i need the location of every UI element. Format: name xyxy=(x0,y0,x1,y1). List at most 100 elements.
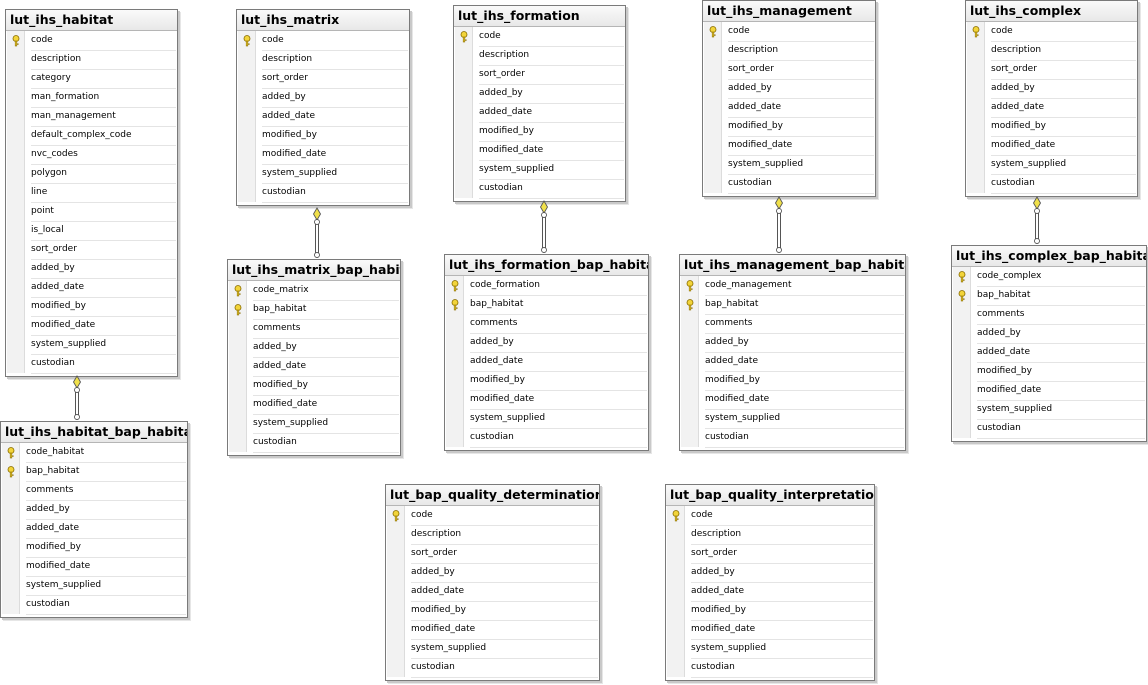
column-row[interactable]: added_by xyxy=(667,563,873,583)
column-row[interactable]: added_by xyxy=(387,563,598,583)
column-row[interactable]: code xyxy=(967,22,1136,42)
column-row[interactable]: comments xyxy=(681,314,904,334)
column-row[interactable]: description xyxy=(7,50,176,70)
column-row[interactable]: code xyxy=(667,506,873,526)
column-row[interactable]: custodian xyxy=(667,658,873,678)
column-row[interactable]: modified_by xyxy=(387,601,598,621)
column-row[interactable]: modified_by xyxy=(7,297,176,317)
column-row[interactable]: custodian xyxy=(455,179,624,199)
column-row[interactable]: custodian xyxy=(2,595,186,615)
column-row[interactable]: code_habitat xyxy=(2,443,186,463)
column-row[interactable]: code_management xyxy=(681,276,904,296)
column-row[interactable]: system_supplied xyxy=(7,335,176,355)
column-row[interactable]: added_by xyxy=(681,333,904,353)
column-row[interactable]: added_date xyxy=(7,278,176,298)
column-row[interactable]: bap_habitat xyxy=(681,295,904,315)
column-row[interactable]: bap_habitat xyxy=(2,462,186,482)
column-row[interactable]: added_by xyxy=(7,259,176,279)
column-row[interactable]: added_by xyxy=(446,333,647,353)
column-row[interactable]: code xyxy=(704,22,874,42)
column-row[interactable]: custodian xyxy=(681,428,904,448)
column-row[interactable]: added_date xyxy=(953,343,1145,363)
column-row[interactable]: sort_order xyxy=(238,69,408,89)
column-row[interactable]: system_supplied xyxy=(446,409,647,429)
column-row[interactable]: default_complex_code xyxy=(7,126,176,146)
table-title[interactable]: lut_ihs_management_bap_habitat xyxy=(680,255,905,276)
column-row[interactable]: code_matrix xyxy=(229,281,399,301)
relationship-connector[interactable] xyxy=(1032,196,1042,244)
column-row[interactable]: custodian xyxy=(704,174,874,194)
table-title[interactable]: lut_bap_quality_determination xyxy=(386,485,599,506)
column-row[interactable]: sort_order xyxy=(704,60,874,80)
column-row[interactable]: modified_by xyxy=(681,371,904,391)
column-row[interactable]: code_formation xyxy=(446,276,647,296)
column-row[interactable]: line xyxy=(7,183,176,203)
relationship-connector[interactable] xyxy=(774,196,784,253)
column-row[interactable]: modified_date xyxy=(7,316,176,336)
column-row[interactable]: system_supplied xyxy=(387,639,598,659)
column-row[interactable]: system_supplied xyxy=(238,164,408,184)
column-row[interactable]: system_supplied xyxy=(229,414,399,434)
column-row[interactable]: category xyxy=(7,69,176,89)
column-row[interactable]: description xyxy=(387,525,598,545)
column-row[interactable]: bap_habitat xyxy=(446,295,647,315)
table-title[interactable]: lut_ihs_complex_bap_habitat xyxy=(952,246,1146,267)
column-row[interactable]: comments xyxy=(953,305,1145,325)
column-row[interactable]: added_by xyxy=(2,500,186,520)
table-title[interactable]: lut_ihs_formation xyxy=(454,6,625,27)
table-title[interactable]: lut_ihs_management xyxy=(703,1,875,22)
column-row[interactable]: modified_by xyxy=(953,362,1145,382)
table-title[interactable]: lut_ihs_matrix xyxy=(237,10,409,31)
column-row[interactable]: added_date xyxy=(681,352,904,372)
column-row[interactable]: code_complex xyxy=(953,267,1145,287)
column-row[interactable]: code xyxy=(7,31,176,51)
column-row[interactable]: custodian xyxy=(953,419,1145,439)
column-row[interactable]: added_by xyxy=(229,338,399,358)
column-row[interactable]: bap_habitat xyxy=(953,286,1145,306)
column-row[interactable]: modified_date xyxy=(667,620,873,640)
column-row[interactable]: added_date xyxy=(2,519,186,539)
column-row[interactable]: added_date xyxy=(238,107,408,127)
column-row[interactable]: comments xyxy=(229,319,399,339)
column-row[interactable]: modified_date xyxy=(387,620,598,640)
column-row[interactable]: added_date xyxy=(446,352,647,372)
column-row[interactable]: polygon xyxy=(7,164,176,184)
column-row[interactable]: description xyxy=(667,525,873,545)
column-row[interactable]: modified_by xyxy=(238,126,408,146)
column-row[interactable]: modified_date xyxy=(455,141,624,161)
column-row[interactable]: added_date xyxy=(704,98,874,118)
column-row[interactable]: system_supplied xyxy=(667,639,873,659)
column-row[interactable]: nvc_codes xyxy=(7,145,176,165)
column-row[interactable]: comments xyxy=(2,481,186,501)
column-row[interactable]: point xyxy=(7,202,176,222)
column-row[interactable]: system_supplied xyxy=(967,155,1136,175)
column-row[interactable]: added_date xyxy=(967,98,1136,118)
column-row[interactable]: modified_by xyxy=(446,371,647,391)
column-row[interactable]: modified_by xyxy=(2,538,186,558)
column-row[interactable]: modified_date xyxy=(229,395,399,415)
column-row[interactable]: added_date xyxy=(455,103,624,123)
column-row[interactable]: added_by xyxy=(953,324,1145,344)
column-row[interactable]: modified_by xyxy=(704,117,874,137)
column-row[interactable]: added_date xyxy=(667,582,873,602)
column-row[interactable]: sort_order xyxy=(455,65,624,85)
column-row[interactable]: modified_date xyxy=(953,381,1145,401)
column-row[interactable]: system_supplied xyxy=(681,409,904,429)
column-row[interactable]: system_supplied xyxy=(953,400,1145,420)
column-row[interactable]: custodian xyxy=(238,183,408,203)
relationship-connector[interactable] xyxy=(539,200,549,253)
column-row[interactable]: added_by xyxy=(455,84,624,104)
column-row[interactable]: custodian xyxy=(7,354,176,374)
relationship-connector[interactable] xyxy=(312,207,322,258)
column-row[interactable]: modified_by xyxy=(967,117,1136,137)
column-row[interactable]: system_supplied xyxy=(2,576,186,596)
column-row[interactable]: sort_order xyxy=(7,240,176,260)
